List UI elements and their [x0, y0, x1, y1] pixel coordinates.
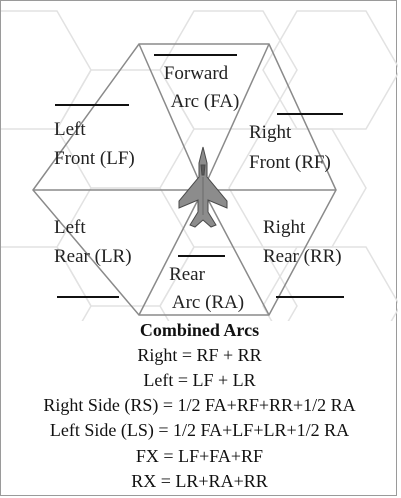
- hex-grid: [1, 10, 398, 321]
- legend-line-left-side: Left Side (LS) = 1/2 FA+LF+LR+1/2 RA: [49, 420, 350, 440]
- legend-line-rx: RX = LR+RA+RR: [131, 471, 268, 491]
- combined-arcs-title: Combined Arcs: [139, 320, 260, 340]
- arc-boundaries: [32, 43, 337, 316]
- arc-label-bars: [55, 54, 344, 298]
- left-front-label-line2: Front (LF): [54, 148, 135, 169]
- legend-line-left: Left = LF + LR: [143, 370, 256, 390]
- rear-arc-label-line1: Rear: [169, 264, 206, 285]
- boundary-rr-ra: [202, 189, 270, 316]
- firing-arcs-diagram: Forward Arc (FA) Left Front (LF) Right F…: [1, 10, 398, 321]
- fighter-jet-icon: [178, 146, 228, 228]
- legend-line-fx: FX = LF+FA+RF: [135, 446, 264, 466]
- left-rear-label-line1: Left: [54, 217, 86, 238]
- forward-arc-label-line2: Arc (FA): [171, 91, 240, 112]
- forward-arc-label-line1: Forward: [164, 63, 229, 84]
- legend-line-right-side: Right Side (RS) = 1/2 FA+RF+RR+1/2 RA: [43, 395, 356, 415]
- boundary-lr-ra: [138, 189, 204, 316]
- right-front-label-line1: Right: [249, 122, 292, 143]
- left-front-label-line1: Left: [54, 119, 86, 140]
- rear-arc-label-line2: Arc (RA): [172, 292, 244, 313]
- boundary-fa-rf: [202, 43, 270, 191]
- right-front-label-line2: Front (RF): [249, 152, 331, 173]
- right-rear-label-line1: Right: [263, 217, 306, 238]
- boundary-fa-lf: [138, 43, 204, 191]
- legend-line-right: Right = RF + RR: [137, 345, 262, 365]
- left-rear-label-line2: Rear (LR): [54, 246, 132, 267]
- right-rear-label-line2: Rear (RR): [263, 246, 342, 267]
